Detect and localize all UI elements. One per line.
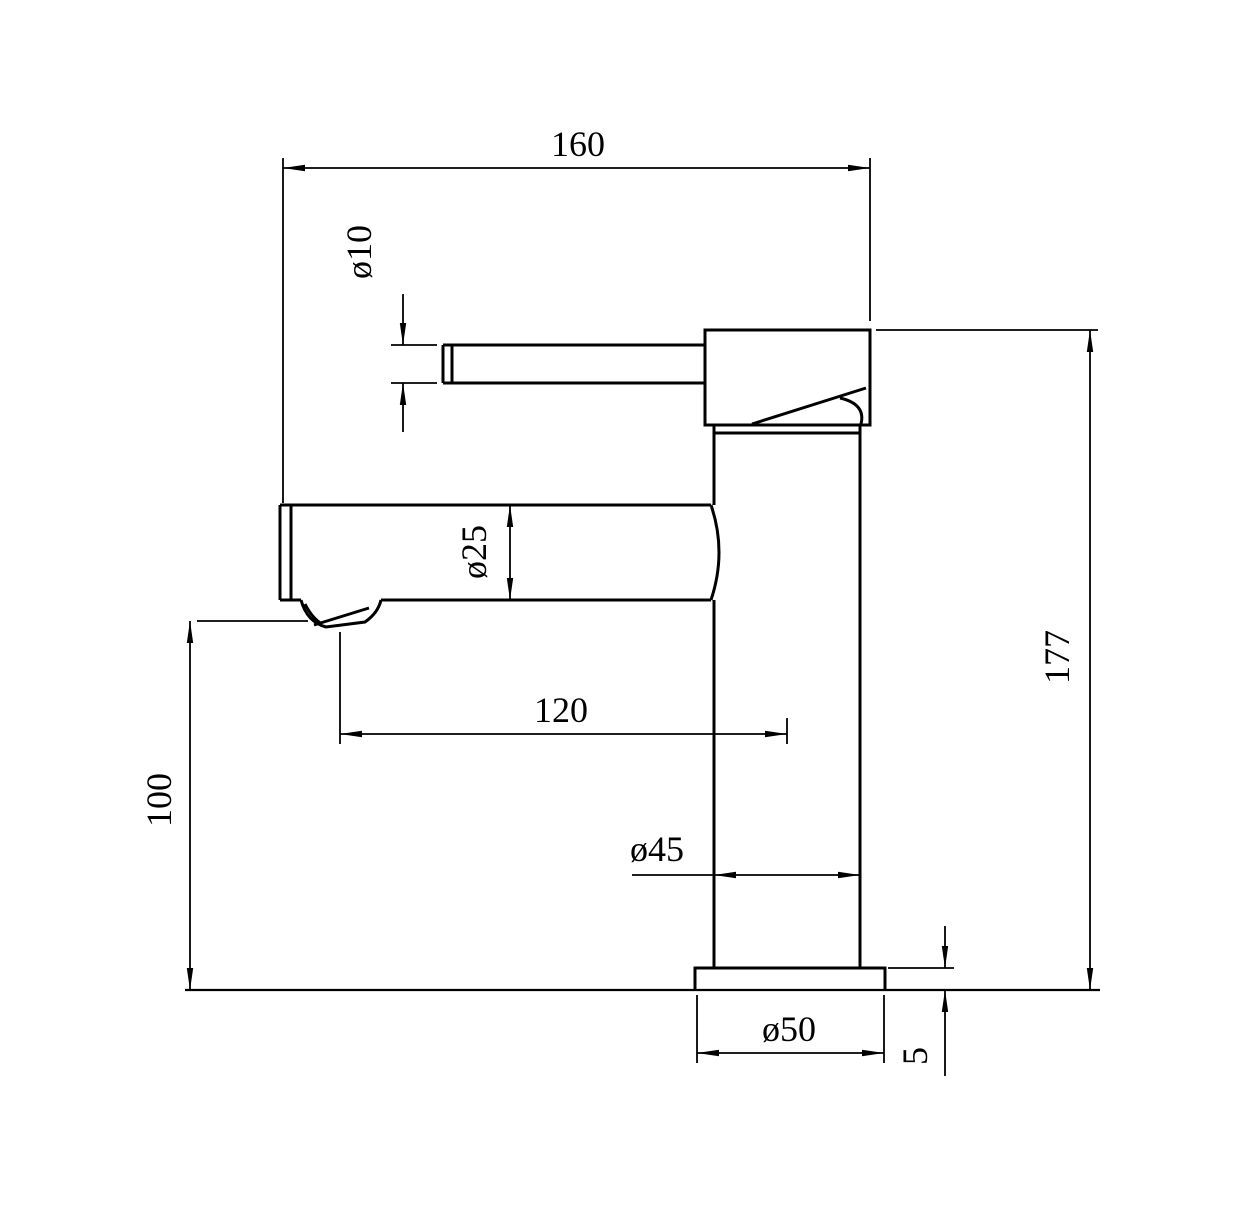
faucet-outline — [278, 328, 887, 990]
handle-pivot-diagonal — [751, 386, 867, 426]
dimension-spout-length-160: 160 — [282, 124, 871, 503]
aerator-outline — [299, 599, 383, 629]
dimension-base-diameter-50: ø50 — [696, 995, 885, 1063]
dim-label-45: ø45 — [630, 829, 684, 869]
dimension-outlet-height-100: 100 — [139, 620, 308, 990]
dim-label-5: 5 — [895, 1047, 935, 1065]
dim-label-160: 160 — [551, 124, 605, 164]
dimension-base-height-5: 5 — [888, 926, 954, 1076]
dim-label-50: ø50 — [762, 1009, 816, 1049]
dim-label-10: ø10 — [339, 225, 379, 279]
dimension-lever-diameter-10: ø10 — [339, 225, 437, 432]
dimension-body-diameter-45: ø45 — [630, 829, 860, 879]
aerator-inner-arc — [303, 603, 323, 626]
spout-body-intersection-curve — [709, 504, 721, 601]
dim-label-177: 177 — [1037, 630, 1077, 684]
base-flange — [693, 966, 887, 990]
aerator-face-line — [313, 606, 370, 627]
dim-label-100: 100 — [139, 773, 179, 827]
dim-label-25: ø25 — [454, 525, 494, 579]
handle-pivot-arc — [839, 396, 864, 425]
dim-label-120: 120 — [534, 690, 588, 730]
handle-housing — [703, 328, 872, 427]
dimension-spout-diameter-25: ø25 — [454, 505, 514, 600]
dimension-overall-height-177: 177 — [876, 329, 1098, 990]
dimension-spout-reach-120: 120 — [339, 632, 788, 744]
